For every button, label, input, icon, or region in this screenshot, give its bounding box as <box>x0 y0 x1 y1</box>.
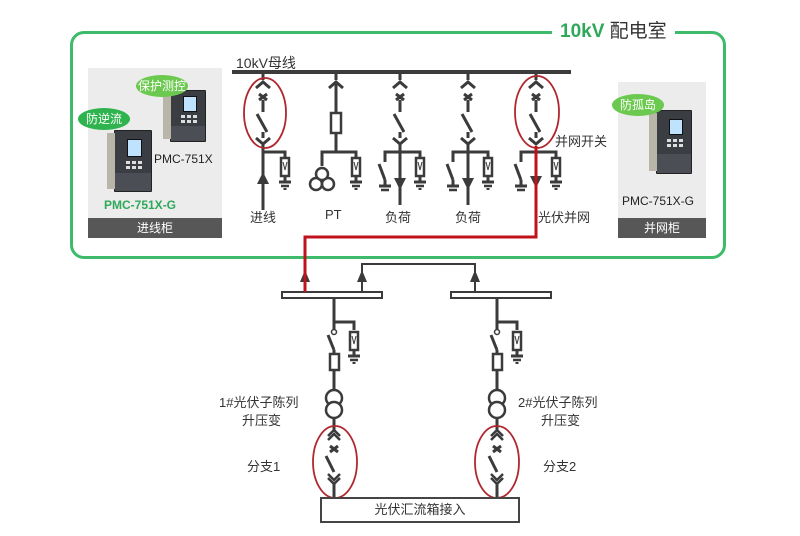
grid-switch-label: 并网开关 <box>555 134 608 149</box>
feeder-load-1 <box>377 72 428 205</box>
badge-protection: 保护测控 <box>136 75 188 97</box>
transformer-sublabel-1: 升压变 <box>242 413 282 428</box>
room-voltage: 10kV <box>560 21 605 42</box>
transformer-label-2: 2#光伏子陈列 <box>518 395 598 410</box>
feeder-label-pt: PT <box>325 207 342 222</box>
highlight-ellipse-incoming <box>243 77 287 149</box>
branch-label-1: 分支1 <box>247 459 281 474</box>
transformer-label-1: 1#光伏子陈列 <box>219 395 299 410</box>
feeder-label-load-2: 负荷 <box>455 210 482 225</box>
feeder-label-pv: 光伏并网 <box>538 210 591 225</box>
feeder-load-2 <box>445 72 496 205</box>
pv-power-path <box>303 146 538 298</box>
feeder-pt <box>308 72 364 192</box>
grid-connection-cabinet-panel: 防孤岛 PMC-751X-G 并网柜 <box>612 82 706 238</box>
busbar-label: 10kV母线 <box>236 55 296 71</box>
device-pmc-751x-g-right <box>649 110 692 174</box>
model-pmc-751x-g: PMC-751X-G <box>104 198 177 212</box>
device-pmc-751x <box>163 90 206 142</box>
device-pmc-751x-g <box>107 130 152 192</box>
pv-branch-1 <box>312 298 362 499</box>
model-pmc-751x-g-right: PMC-751X-G <box>622 194 695 208</box>
feeder-label-incoming: 进线 <box>250 210 277 225</box>
lower-busbar-right <box>450 291 552 299</box>
badge-anti-backflow: 防逆流 <box>78 108 130 130</box>
feeder-incoming <box>243 72 293 210</box>
tie-line <box>361 263 476 292</box>
model-pmc-751x: PMC-751X <box>154 152 213 166</box>
branch-label-2: 分支2 <box>543 459 577 474</box>
lower-busbar-left <box>281 291 383 299</box>
pv-combiner-box: 光伏汇流箱接入 <box>320 497 520 523</box>
incoming-cabinet-panel: 保护测控 PMC-751X 防逆流 PMC-751X-G 进线柜 <box>78 68 222 238</box>
distribution-room-frame <box>70 31 726 259</box>
panel-footer-incoming: 进线柜 <box>88 218 222 238</box>
panel-footer-grid: 并网柜 <box>618 218 706 238</box>
room-title: 10kV 配电室 <box>552 16 675 43</box>
badge-anti-islanding: 防孤岛 <box>612 94 664 116</box>
room-name: 配电室 <box>609 21 667 42</box>
feeder-label-load-1: 负荷 <box>385 210 412 225</box>
transformer-sublabel-2: 升压变 <box>541 413 581 428</box>
pv-branch-2 <box>474 298 525 499</box>
